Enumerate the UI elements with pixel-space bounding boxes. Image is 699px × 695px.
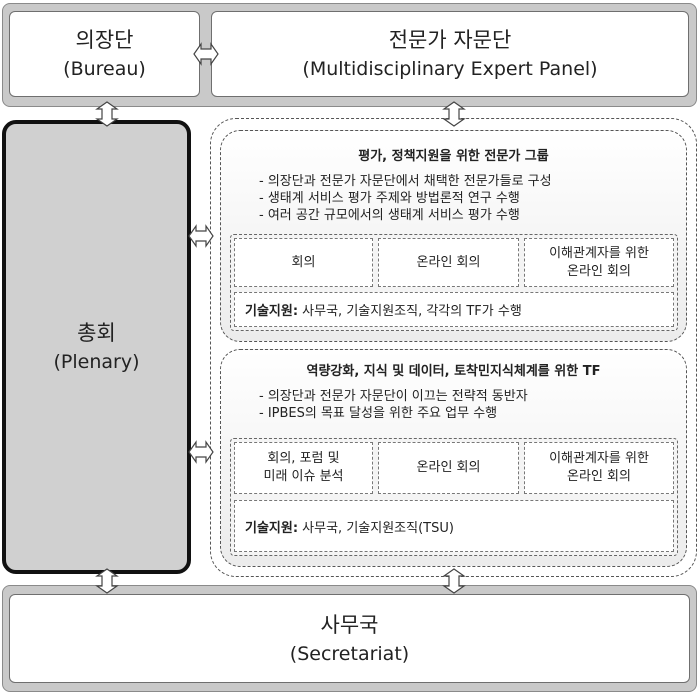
double-arrow-icon	[442, 101, 466, 127]
technical-support-row: 기술지원: 사무국, 기술지원조직(TSU)	[234, 500, 674, 552]
double-arrow-icon	[188, 440, 214, 464]
activity-cell: 회의, 포럼 및 미래 이슈 분석	[234, 442, 373, 494]
double-arrow-icon	[442, 568, 466, 594]
activity-cell: 이해관계자를 위한 온라인 회의	[524, 238, 674, 287]
bureau-box: 의장단 (Bureau)	[9, 11, 200, 97]
activity-cell: 온라인 회의	[378, 238, 519, 287]
plenary-subtitle: (Plenary)	[53, 351, 140, 373]
secretariat-box: 사무국 (Secretariat)	[9, 594, 690, 683]
double-arrow-icon	[193, 42, 219, 66]
mep-box: 전문가 자문단 (Multidisciplinary Expert Panel)	[211, 11, 689, 97]
double-arrow-icon	[95, 101, 119, 127]
bullet-item: - 여러 공간 규모에서의 생태계 서비스 평가 수행	[259, 208, 520, 223]
plenary-box: 총회 (Plenary)	[2, 120, 191, 574]
mep-subtitle: (Multidisciplinary Expert Panel)	[302, 58, 598, 80]
support-label: 기술지원:	[245, 520, 299, 536]
technical-support-row: 기술지원: 사무국, 기술지원조직, 각각의 TF가 수행	[234, 292, 674, 327]
double-arrow-icon	[95, 568, 119, 594]
expert-group-title: 평가, 정책지원을 위한 전문가 그룹	[358, 149, 549, 164]
activity-cell: 이해관계자를 위한 온라인 회의	[524, 442, 674, 494]
bullet-item: - IPBES의 목표 달성을 위한 주요 업무 수행	[259, 406, 498, 421]
plenary-title: 총회	[77, 321, 116, 345]
secretariat-title: 사무국	[320, 612, 379, 637]
bureau-title: 의장단	[75, 28, 134, 52]
activity-cell: 회의	[234, 238, 373, 287]
bullet-item: - 의장단과 전문가 자문단에서 채택한 전문가들로 구성	[259, 174, 552, 189]
expert-group-bullets: - 의장단과 전문가 자문단에서 채택한 전문가들로 구성 - 생태계 서비스 …	[259, 173, 552, 224]
secretariat-subtitle: (Secretariat)	[289, 642, 410, 665]
task-force-bullets: - 의장단과 전문가 자문단이 이끄는 전략적 동반자 - IPBES의 목표 …	[259, 388, 528, 422]
support-label: 기술지원:	[245, 304, 299, 319]
support-text: 사무국, 기술지원조직(TSU)	[298, 520, 454, 536]
mep-title: 전문가 자문단	[388, 28, 512, 52]
bullet-item: - 의장단과 전문가 자문단이 이끄는 전략적 동반자	[259, 389, 528, 404]
bullet-item: - 생태계 서비스 평가 주제와 방법론적 연구 수행	[259, 191, 520, 206]
bureau-subtitle: (Bureau)	[63, 58, 146, 80]
double-arrow-icon	[188, 224, 214, 248]
activity-cell: 온라인 회의	[378, 442, 519, 494]
task-force-title: 역량강화, 지식 및 데이터, 토착민지식체계를 위한 TF	[306, 364, 601, 379]
support-text: 사무국, 기술지원조직, 각각의 TF가 수행	[298, 304, 522, 319]
